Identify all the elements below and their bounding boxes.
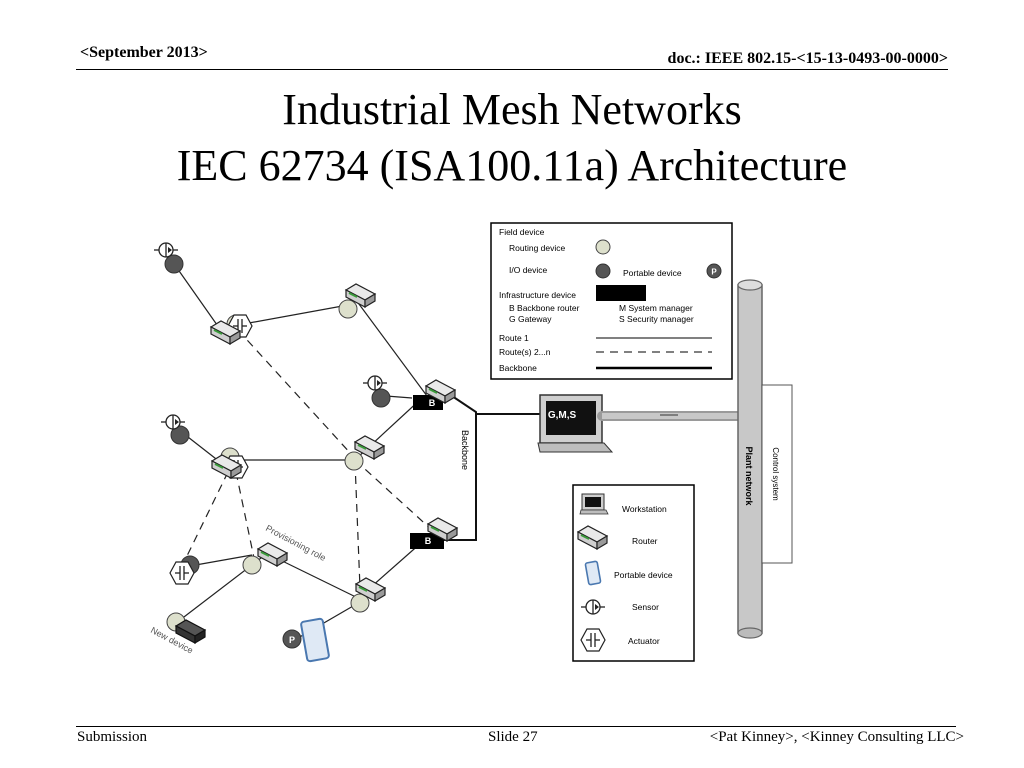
route-links bbox=[176, 267, 431, 639]
sensor-icon bbox=[362, 375, 388, 391]
alternate-route-link bbox=[237, 329, 353, 456]
header-doc-id: doc.: IEEE 802.15-<15-13-0493-00-0000> bbox=[667, 50, 948, 67]
key-sensor-label: Sensor bbox=[632, 602, 659, 612]
control-system-label: Control system bbox=[771, 447, 780, 501]
legend-infrastructure-device: Infrastructure device bbox=[499, 290, 576, 300]
legend-infrastructure-symbol bbox=[596, 285, 646, 301]
legend-security-manager: S Security manager bbox=[619, 314, 694, 324]
alternate-route-link bbox=[185, 471, 229, 559]
legend-portable-device: Portable device bbox=[623, 268, 682, 278]
gms-workstation bbox=[537, 394, 614, 453]
legend-portable-symbol bbox=[706, 263, 722, 279]
legend-io-device: I/O device bbox=[509, 265, 548, 275]
route-link bbox=[176, 267, 223, 333]
header-rule bbox=[76, 69, 948, 70]
io-device bbox=[371, 388, 391, 408]
alternate-route-link bbox=[235, 471, 255, 559]
route-link bbox=[269, 554, 363, 601]
title-line-1: Industrial Mesh Networks bbox=[282, 85, 742, 134]
legend-field-device: Field device bbox=[499, 227, 545, 237]
actuator-icon bbox=[169, 561, 195, 585]
legend-route1: Route 1 bbox=[499, 333, 529, 343]
backbone-router-block bbox=[410, 533, 444, 549]
gms-label: G,M,S bbox=[548, 410, 577, 421]
footer-rule bbox=[76, 726, 956, 727]
key-actuator-icon bbox=[580, 628, 606, 652]
header-date: <September 2013> bbox=[80, 44, 208, 61]
plant-network-label: Plant network bbox=[744, 446, 754, 506]
legend-io-device-symbol bbox=[595, 263, 611, 279]
key-workstation-icon bbox=[579, 493, 609, 515]
title-line-2: IEC 62734 (ISA100.11a) Architecture bbox=[176, 141, 848, 190]
portable-device-label: P bbox=[289, 635, 295, 645]
backbone-label: Backbone bbox=[460, 430, 470, 470]
key-workstation-label: Workstation bbox=[622, 504, 667, 514]
backbone-line bbox=[444, 395, 540, 541]
portable-device-marker bbox=[282, 629, 302, 649]
legend-route2n: Route(s) 2...n bbox=[499, 347, 551, 357]
alternate-route-links bbox=[185, 329, 433, 589]
route-link bbox=[189, 554, 253, 567]
backbone-router-label: B bbox=[425, 536, 432, 546]
footer-author: <Pat Kinney>, <Kinney Consulting LLC> bbox=[709, 729, 964, 745]
route-link bbox=[355, 299, 428, 397]
new-device-router-icon bbox=[174, 619, 207, 645]
footer-slide-number: Slide 27 bbox=[488, 729, 538, 745]
backbone-router-block bbox=[413, 395, 443, 410]
legend-routing-device: Routing device bbox=[509, 243, 566, 253]
alternate-route-link bbox=[354, 461, 361, 589]
routing-device bbox=[350, 593, 370, 613]
key-router-label: Router bbox=[632, 536, 658, 546]
legend-backbone: Backbone bbox=[499, 363, 537, 373]
key-actuator-label: Actuator bbox=[628, 636, 660, 646]
symbol-key-box: Workstation Router Portable device Senso… bbox=[572, 484, 695, 662]
slide-title: Industrial Mesh Networks IEC 62734 (ISA1… bbox=[0, 82, 1024, 194]
legend-routing-device-symbol bbox=[595, 239, 611, 255]
router-icon bbox=[257, 542, 288, 567]
backbone-router-label: B bbox=[429, 398, 436, 408]
legend-box: Field device Routing device I/O device P… bbox=[490, 222, 733, 380]
io-device bbox=[170, 425, 190, 445]
key-portable-device-label: Portable device bbox=[614, 570, 673, 580]
legend-portable-symbol-letter: P bbox=[711, 268, 717, 277]
plant-network-pipe bbox=[737, 279, 763, 639]
routing-device bbox=[338, 299, 358, 319]
portable-device-icon bbox=[300, 617, 330, 663]
routing-device bbox=[242, 555, 262, 575]
legend-system-manager: M System manager bbox=[619, 303, 693, 313]
io-device bbox=[164, 254, 184, 274]
alternate-route-link bbox=[354, 459, 433, 531]
footer-submission: Submission bbox=[77, 729, 148, 745]
legend-gateway: G Gateway bbox=[509, 314, 552, 324]
legend-backbone-router: B Backbone router bbox=[509, 303, 580, 313]
control-system-box bbox=[761, 384, 793, 564]
routing-device bbox=[344, 451, 364, 471]
route-link bbox=[237, 304, 349, 326]
key-portable-device-icon bbox=[584, 560, 602, 586]
